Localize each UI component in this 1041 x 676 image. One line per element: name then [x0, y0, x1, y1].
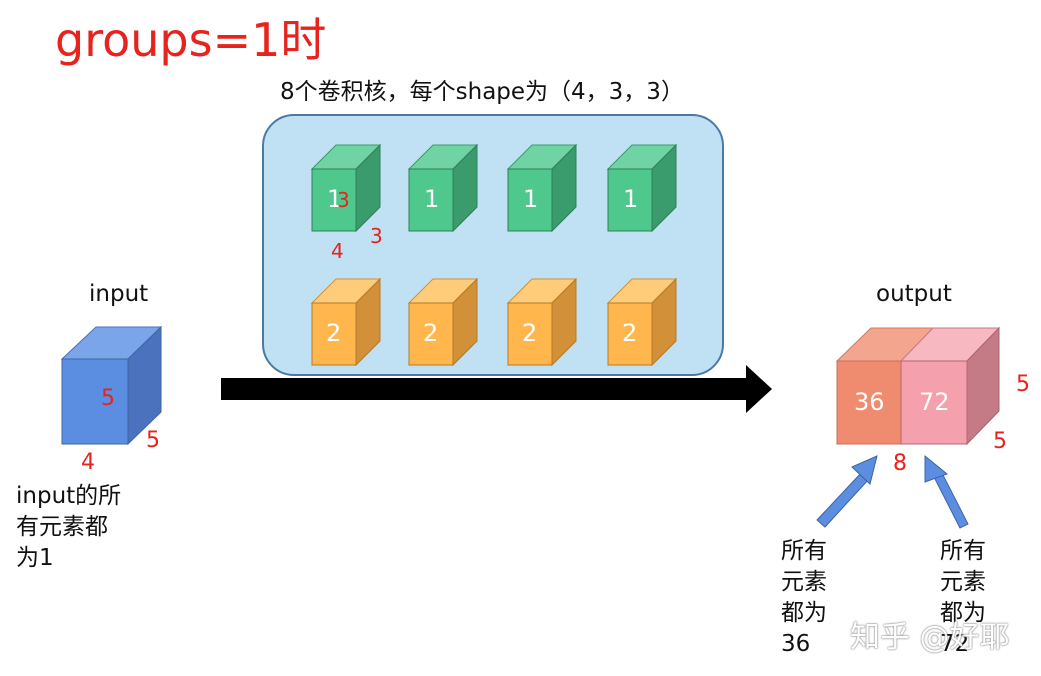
input-depth-label: 5: [146, 428, 160, 453]
output-left-note-line: 都为: [781, 600, 827, 626]
kernel-value: 2: [522, 319, 538, 347]
pointer-arrow-left: [816, 455, 878, 528]
input-note-line: 有元素都: [16, 514, 108, 540]
output-right-note: 所有 元素 都为 72: [940, 536, 986, 660]
kernel-width-label: 4: [331, 239, 344, 263]
output-height-label: 5: [1016, 372, 1030, 397]
output-cube: [835, 326, 1001, 446]
kernel-caption: 8个卷积核，每个shape为（4，3，3）: [280, 79, 684, 105]
kernel-value: 2: [326, 319, 342, 347]
kernel-depth-label: 3: [370, 224, 383, 248]
page-title: groups=1时: [55, 13, 327, 67]
input-note-line: 为1: [16, 545, 54, 571]
kernel-value: 1: [623, 185, 639, 213]
kernel-row-1: [310, 143, 678, 233]
kernel-height-label: 3: [337, 188, 350, 212]
output-right-front: [900, 360, 968, 445]
output-right-note-line: 所有: [940, 538, 986, 564]
input-cube-front: [61, 358, 129, 445]
kernel-value: 2: [423, 319, 439, 347]
kernel-cube: [506, 277, 578, 367]
main-arrow: [221, 365, 772, 413]
output-left-note-line: 所有: [781, 538, 827, 564]
kernel-cube: [506, 143, 578, 233]
kernel-cube: [310, 143, 382, 233]
output-right-note-line: 元素: [940, 569, 986, 595]
kernel-cube: [407, 277, 479, 367]
kernel-cube: [606, 143, 678, 233]
output-right-note-line: 都为: [940, 600, 986, 626]
watermark: 知乎 @好耶: [850, 620, 1010, 655]
output-left-value: 36: [854, 388, 885, 416]
output-right-value: 72: [919, 388, 950, 416]
output-left-note: 所有 元素 都为 36: [781, 536, 827, 660]
output-left-note-line: 36: [781, 631, 811, 657]
input-height-label: 5: [101, 386, 115, 411]
output-left-note-line: 元素: [781, 569, 827, 595]
input-width-label: 4: [81, 450, 95, 475]
kernel-cube: [310, 277, 382, 367]
kernel-value: 2: [622, 319, 638, 347]
kernel-value: 1: [424, 185, 440, 213]
output-width-label: 8: [893, 451, 907, 476]
kernel-row-2: [310, 277, 678, 367]
pointer-arrow-right: [924, 454, 969, 529]
output-label: output: [876, 281, 952, 307]
input-note: input的所 有元素都 为1: [16, 481, 121, 574]
input-note-line: input的所: [16, 483, 122, 509]
kernel-cube: [407, 143, 479, 233]
kernel-cube: [606, 277, 678, 367]
kernel-value: 1: [523, 185, 539, 213]
input-cube: [60, 325, 163, 446]
output-depth-label: 5: [993, 429, 1007, 454]
input-label: input: [89, 281, 149, 307]
kernel-value: 1: [327, 185, 343, 213]
output-right-note-line: 72: [940, 631, 970, 657]
